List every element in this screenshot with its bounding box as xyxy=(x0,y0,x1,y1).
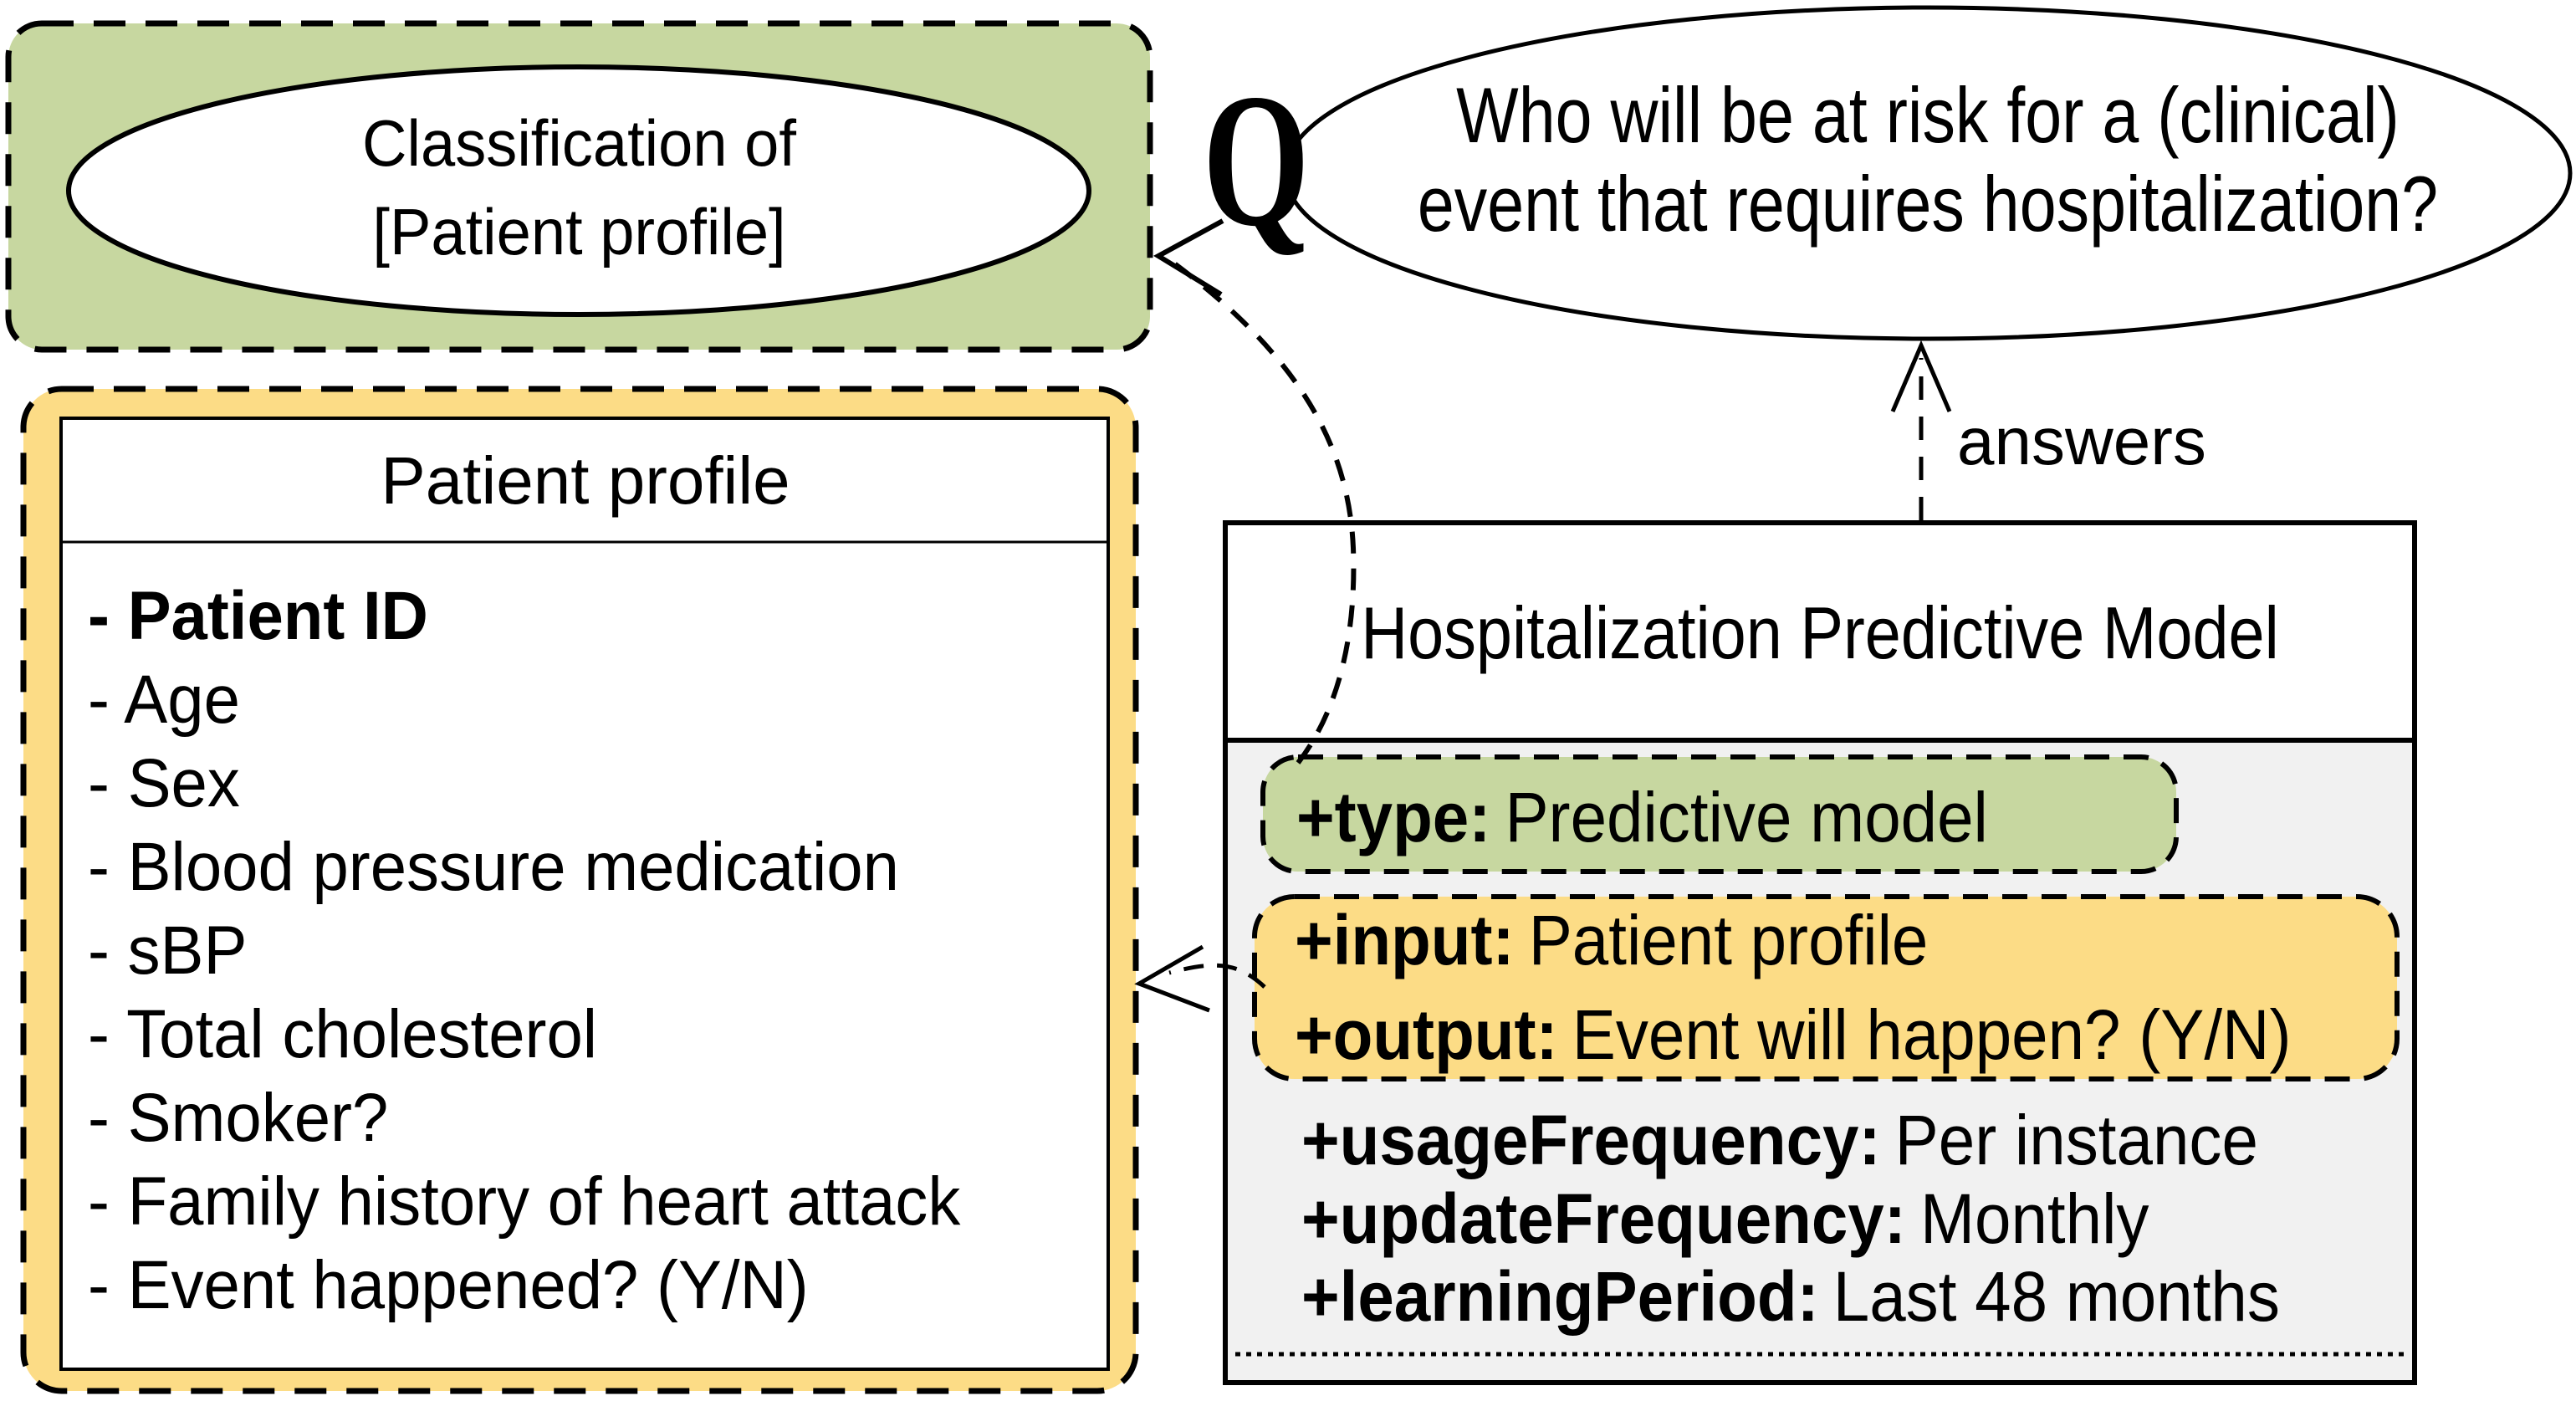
question-ellipse xyxy=(1283,5,2573,341)
answers-arrowhead xyxy=(1890,340,1952,412)
input-attr-name: +input: xyxy=(1295,901,1515,979)
type-classification-curve xyxy=(1169,258,1357,764)
io-highlight xyxy=(1252,894,2400,1081)
classification-line2: [Patient profile] xyxy=(372,195,786,268)
learning-attr-value: Last 48 months xyxy=(1832,1257,2280,1336)
type-classification-arrowhead xyxy=(1153,218,1224,297)
patient-attribute: - Age xyxy=(88,662,240,738)
answers-label: answers xyxy=(1957,404,2206,478)
model-input-attribute: +input:Patient profile xyxy=(1295,905,1928,975)
input-attr-value: Patient profile xyxy=(1528,901,1929,979)
patient-attribute: - Smoker? xyxy=(88,1080,389,1156)
classification-line1: Classification of xyxy=(362,106,796,180)
question-marker: Q xyxy=(1203,55,1310,266)
patient-attribute: - Family history of heart attack xyxy=(88,1163,961,1240)
classification-ellipse xyxy=(66,64,1091,317)
type-attr-value: Predictive model xyxy=(1505,778,1988,856)
update-attr-value: Monthly xyxy=(1919,1179,2149,1258)
patient-attribute: - Total cholesterol xyxy=(88,996,598,1072)
patient-attribute: - Patient ID xyxy=(88,578,428,654)
patient-box xyxy=(59,417,1110,1371)
update-attr-name: +updateFrequency: xyxy=(1301,1179,1906,1258)
output-attr-name: +output: xyxy=(1295,995,1558,1074)
usage-attr-value: Per instance xyxy=(1894,1101,2258,1179)
model-usage-frequency-attribute: +usageFrequency:Per instance xyxy=(1301,1105,2258,1175)
model-learning-period-attribute: +learningPeriod:Last 48 months xyxy=(1301,1261,2280,1332)
classification-label: Classification of [Patient profile] xyxy=(37,99,1122,276)
question-line1: Who will be at risk for a (clinical) xyxy=(1456,71,2400,159)
io-patient-arrowhead xyxy=(1134,944,1210,1013)
model-type-attribute: +type:Predictive model xyxy=(1296,782,1988,852)
patient-attribute: - Event happened? (Y/N) xyxy=(88,1247,809,1323)
patient-attribute: - Sex xyxy=(88,745,240,821)
patient-attribute: - sBP xyxy=(88,913,248,989)
patient-attribute: - Blood pressure medication xyxy=(88,829,899,905)
patient-attribute-list: - Patient ID - Age - Sex - Blood pressur… xyxy=(88,575,960,1327)
model-output-attribute: +output:Event will happen? (Y/N) xyxy=(1295,1000,2291,1070)
question-line2: event that requires hospitalization? xyxy=(1417,160,2439,248)
type-attr-name: +type: xyxy=(1296,778,1491,856)
model-title: Hospitalization Predictive Model xyxy=(1361,591,2279,674)
question-label: Who will be at risk for a (clinical) eve… xyxy=(1401,71,2455,248)
type-highlight xyxy=(1260,754,2179,874)
learning-attr-name: +learningPeriod: xyxy=(1301,1257,1819,1336)
model-update-frequency-attribute: +updateFrequency:Monthly xyxy=(1301,1184,2149,1254)
patient-profile-title: Patient profile xyxy=(381,443,790,518)
io-patient-arrow-line xyxy=(1168,963,1266,989)
output-attr-value: Event will happen? (Y/N) xyxy=(1572,995,2292,1074)
usage-attr-name: +usageFrequency: xyxy=(1301,1101,1881,1179)
